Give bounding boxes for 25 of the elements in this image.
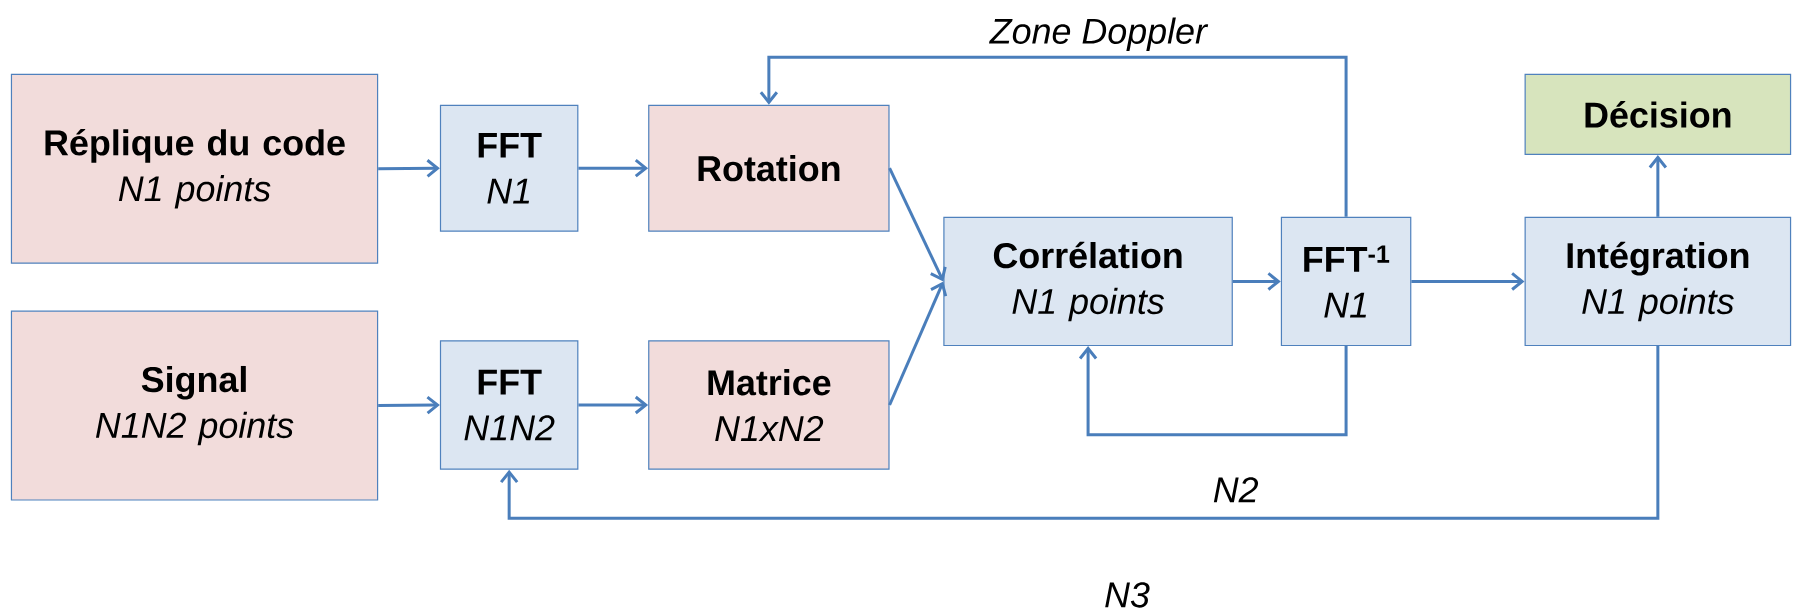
arrow	[1078, 346, 1348, 437]
process-box: Rotation	[648, 104, 890, 232]
process-box: Réplique du code N1 points	[10, 74, 379, 264]
process-box: Signal N1N2 points	[10, 310, 379, 501]
arrow	[500, 346, 1660, 520]
arrow	[578, 396, 649, 415]
process-box: Décision	[1524, 74, 1792, 156]
process-box: Matrice N1xN2	[648, 340, 890, 470]
arrow	[888, 281, 948, 406]
arrow	[1411, 272, 1525, 291]
arrow	[578, 159, 649, 178]
process-box: FFT N1N2	[439, 340, 579, 470]
arrow	[888, 167, 947, 282]
process-box: FFT N1	[439, 104, 579, 232]
process-box: FFT$^{-1}$ N1	[1280, 217, 1412, 347]
edge-label: Zone Doppler	[987, 15, 1210, 54]
edge-label: N2	[1210, 475, 1261, 505]
arrow	[378, 159, 440, 178]
arrow	[759, 55, 1348, 218]
arrow	[378, 396, 440, 415]
arrow	[1648, 155, 1668, 218]
arrow	[1232, 272, 1281, 291]
process-box: Corrélation N1 points	[943, 217, 1233, 347]
edge-label: N3	[1102, 580, 1152, 610]
process-box: Intégration N1 points	[1524, 217, 1792, 347]
